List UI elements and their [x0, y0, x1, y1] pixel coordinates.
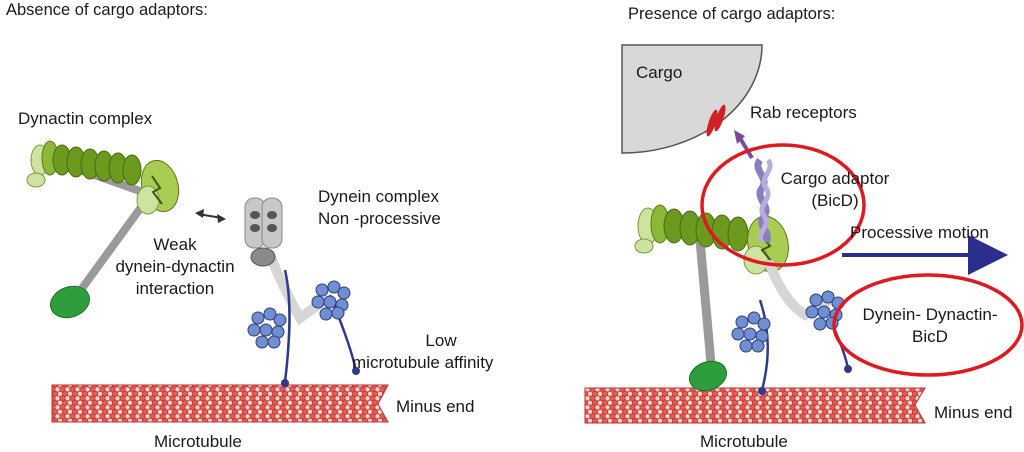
microtubule-affinity-label: microtubule affinity — [352, 353, 494, 372]
complex-highlight-circle — [832, 273, 1024, 377]
cargo-adaptor-label: Cargo adaptor — [780, 169, 890, 188]
left-microtubule-label: Microtubule — [154, 432, 242, 451]
left-minus-end-label: Minus end — [396, 397, 475, 416]
complex-bicd-label: BicD — [912, 327, 948, 346]
right-microtubule-label: Microtubule — [700, 432, 788, 451]
processive-motion-label: Processive motion — [850, 223, 989, 242]
dynein-complex-label: Dynein complex — [318, 187, 439, 206]
right-microtubule — [584, 387, 926, 424]
bicd-label: (BicD) — [811, 191, 859, 210]
dynactin-complex-label: Dynactin complex — [18, 109, 153, 128]
right-panel-title: Presence of cargo adaptors: — [628, 5, 836, 23]
weak-label: Weak — [153, 235, 197, 254]
interaction-label: interaction — [135, 279, 215, 298]
left-microtubule — [51, 384, 389, 423]
low-affinity-label: Low — [425, 331, 457, 350]
rab-receptors — [706, 104, 726, 137]
cargo-label: Cargo — [636, 63, 683, 82]
dynein-dynactin-label: dynein-dynactin — [115, 257, 235, 276]
right-minus-end-label: Minus end — [934, 403, 1013, 422]
dynein-dynactin-bicd-label: Dynein- Dynactin- — [862, 305, 998, 324]
non-processive-label: Non -processive — [318, 209, 441, 228]
adaptor-highlight-circle — [700, 143, 866, 267]
rab-receptors-label: Rab receptors — [750, 103, 857, 122]
right-dynactin-complex — [634, 204, 789, 392]
left-panel-title: Absence of cargo adaptors: — [6, 1, 208, 19]
bicd-cargo-adaptor — [734, 130, 773, 244]
left-dynein-complex — [244, 197, 360, 387]
right-dynein-complex — [731, 260, 852, 395]
left-dynactin-complex — [26, 140, 180, 319]
weak-interaction-arrow — [195, 209, 226, 223]
